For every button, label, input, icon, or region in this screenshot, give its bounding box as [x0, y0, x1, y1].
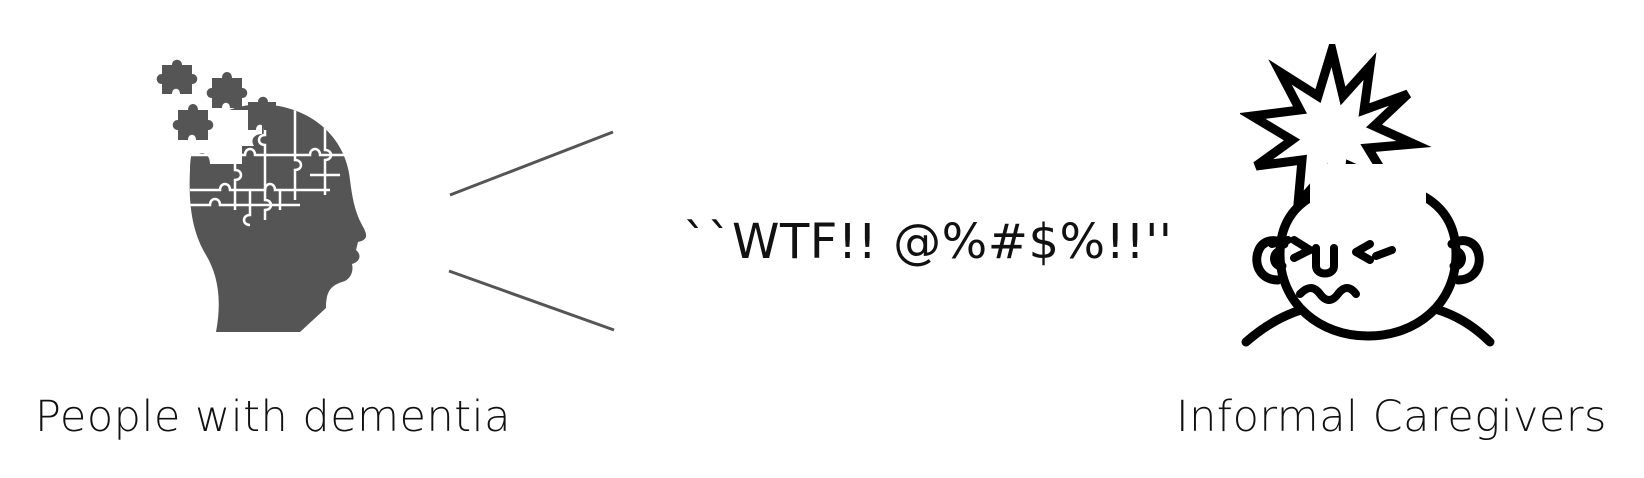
speech-connector	[448, 130, 615, 332]
left-figure-label: People with dementia	[35, 392, 511, 442]
speech-text: ``WTF!! @%#$%!!''	[683, 214, 1173, 270]
nose	[1312, 244, 1338, 278]
puzzle-piece	[156, 59, 198, 94]
connector-line-upper	[449, 130, 614, 197]
puzzle-piece	[248, 96, 282, 130]
eye-right	[1352, 240, 1396, 264]
frustrated-face-icon	[1240, 44, 1495, 347]
right-figure-label: Informal Caregivers	[1176, 392, 1607, 442]
connector-line-lower	[448, 269, 615, 332]
ear-right	[1447, 236, 1484, 285]
puzzle-head-icon	[156, 59, 367, 332]
eye-left	[1268, 236, 1314, 262]
puzzle-piece	[206, 72, 248, 108]
puzzle-piece	[172, 104, 214, 140]
mouth	[1296, 284, 1360, 304]
